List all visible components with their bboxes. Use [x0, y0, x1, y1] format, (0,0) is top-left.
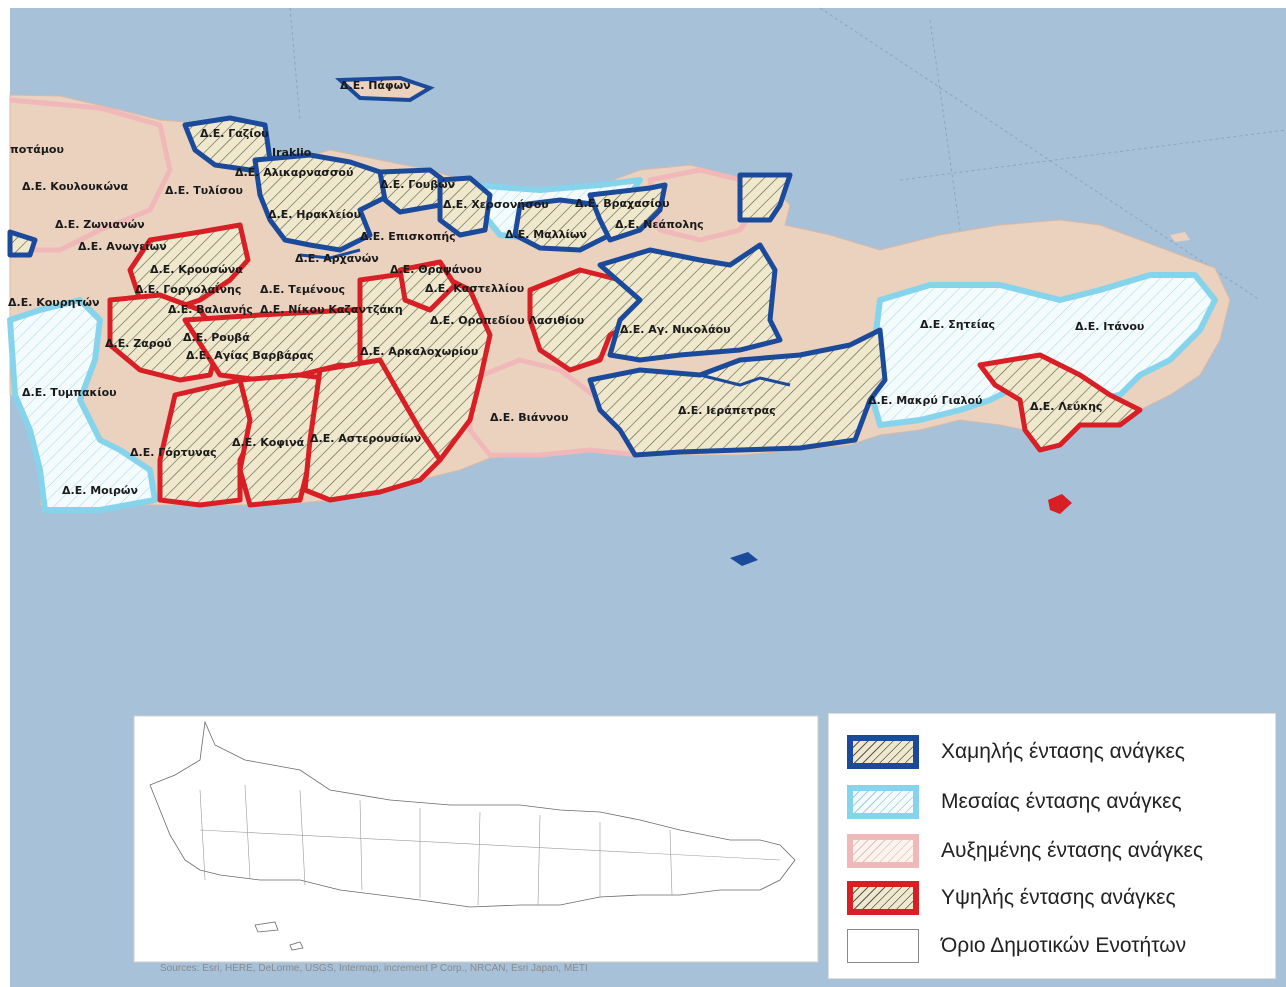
legend-swatch-low: [847, 735, 919, 769]
label-thraps: Δ.Ε. Θραψάνου: [390, 263, 482, 276]
koufonisi-island: [1048, 494, 1072, 514]
label-gaziou: Δ.Ε. Γαζίου: [200, 127, 269, 140]
label-siteia: Δ.Ε. Σητείας: [920, 318, 995, 331]
label-moiron: Δ.Ε. Μοιρών: [62, 484, 138, 497]
legend-label-increased: Αυξημένης έντασης ανάγκες: [941, 839, 1204, 862]
label-aster: Δ.Ε. Αστερουσίων: [310, 432, 421, 445]
label-pafon: Δ.Ε. Πάφων: [340, 79, 411, 92]
legend-label-high: Υψηλής έντασης ανάγκες: [941, 886, 1176, 909]
legend-swatch-increased: [847, 834, 919, 868]
label-tympak: Δ.Ε. Τυμπακίου: [22, 386, 117, 399]
legend-item-high: Υψηλής έντασης ανάγκες: [847, 880, 1176, 916]
label-kastel: Δ.Ε. Καστελλίου: [425, 282, 524, 295]
label-viann: Δ.Ε. Βιάννου: [490, 411, 568, 424]
label-alik: Δ.Ε. Αλικαρνασσού: [235, 166, 353, 179]
label-makry: Δ.Ε. Μακρύ Γιαλού: [868, 394, 982, 407]
label-lefkis: Δ.Ε. Λεύκης: [1030, 400, 1102, 413]
legend-label-low: Χαμηλής έντασης ανάγκες: [941, 740, 1185, 763]
label-gorg: Δ.Ε. Γοργολαΐνης: [135, 282, 241, 296]
legend-swatch-high: [847, 881, 919, 915]
label-kroussona: Δ.Ε. Κρουσώνα: [150, 263, 243, 276]
label-ira: Δ.Ε. Ηρακλείου: [268, 208, 361, 221]
inset-overview-map: [133, 715, 819, 963]
inset-crete-outline: [149, 720, 796, 908]
label-temen: Δ.Ε. Τεμένους: [260, 283, 345, 296]
label-kourit: Δ.Ε. Κουρητών: [8, 296, 100, 309]
legend-label-boundary: Όριο Δημοτικών Ενοτήτων: [941, 934, 1187, 957]
label-vrach: Δ.Ε. Βραχασίου: [575, 197, 670, 210]
label-kazantz: Δ.Ε. Νίκου Καζαντζάκη: [260, 303, 403, 316]
legend-item-medium: Μεσαίας έντασης ανάγκες: [847, 784, 1182, 820]
label-rouva: Δ.Ε. Ρουβά: [183, 331, 250, 344]
legend-item-boundary: Όριο Δημοτικών Ενοτήτων: [847, 928, 1186, 964]
label-iraklio: Iraklio: [272, 146, 312, 159]
high-zones: [107, 222, 1143, 508]
dia-island: [334, 75, 435, 103]
label-goui: Δ.Ε. Γουβών: [380, 178, 455, 191]
label-zonian: Δ.Ε. Ζωνιανών: [55, 218, 145, 231]
legend-item-low: Χαμηλής έντασης ανάγκες: [847, 734, 1185, 770]
low-internal-lines: [299, 248, 791, 387]
label-agvarv: Δ.Ε. Αγίας Βαρβάρας: [186, 349, 314, 362]
label-orop: Δ.Ε. Οροπεδίου Λασιθίου: [430, 314, 584, 327]
label-balian: Δ.Ε. Βαλιανής: [168, 303, 253, 316]
label-chers: Δ.Ε. Χερσονήσου: [443, 198, 549, 211]
label-zaros: Δ.Ε. Ζαρού: [105, 337, 172, 350]
map-attribution: Sources: Esri, HERE, DeLorme, USGS, Inte…: [160, 963, 588, 974]
label-ierap: Δ.Ε. Ιεράπετρας: [678, 404, 776, 417]
east-islet: [1170, 232, 1190, 242]
chrysi-island: [730, 552, 758, 566]
low-zones: [7, 115, 888, 458]
map-labels: ποτάμου Δ.Ε. Κουλουκώνα Δ.Ε. Ζωνιανών Δ.…: [8, 79, 1144, 497]
legend-swatch-boundary: [847, 929, 919, 963]
legend-item-increased: Αυξημένης έντασης ανάγκες: [847, 833, 1203, 869]
label-koulou: Δ.Ε. Κουλουκώνα: [22, 180, 129, 193]
label-potamou: ποτάμου: [10, 143, 64, 156]
label-arkal: Δ.Ε. Αρκαλοχωρίου: [360, 345, 478, 358]
legend-swatch-medium: [847, 785, 919, 819]
label-episk: Δ.Ε. Επισκοπής: [360, 230, 456, 243]
map-legend: Χαμηλής έντασης ανάγκες Μεσαίας έντασης …: [828, 713, 1276, 979]
label-arch: Δ.Ε. Αρχανών: [295, 252, 379, 265]
legend-label-medium: Μεσαίας έντασης ανάγκες: [941, 790, 1182, 813]
label-neap: Δ.Ε. Νεάπολης: [615, 218, 704, 231]
label-kofin: Δ.Ε. Κοφινά: [232, 436, 305, 449]
label-gort: Δ.Ε. Γόρτυνας: [130, 446, 217, 459]
label-malion: Δ.Ε. Μαλλίων: [505, 228, 587, 241]
label-agnik: Δ.Ε. Αγ. Νικολάου: [620, 323, 731, 336]
label-anogeion: Δ.Ε. Ανωγείων: [78, 240, 167, 253]
label-itanou: Δ.Ε. Ιτάνου: [1075, 320, 1144, 333]
label-tylis: Δ.Ε. Τυλίσου: [165, 184, 243, 197]
